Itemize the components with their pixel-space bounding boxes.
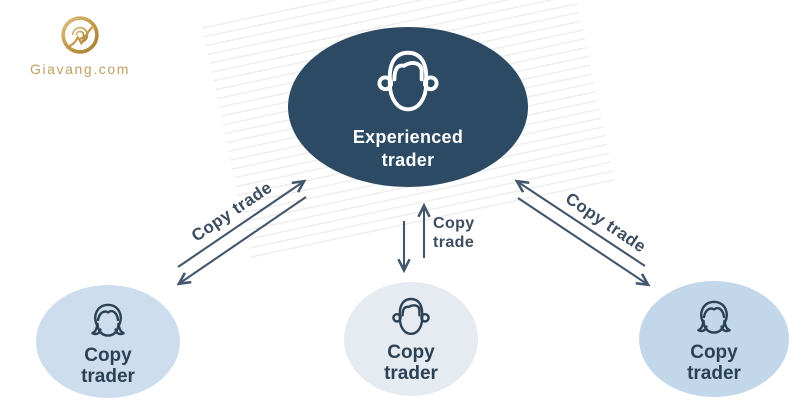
follower-label-line1: Copy — [387, 342, 435, 364]
follower-label-line1: Copy — [690, 342, 738, 364]
brand-name: Giavang.com — [29, 61, 131, 77]
node-experienced-trader: Experienced trader — [288, 27, 528, 187]
follower-label: Copy trader — [384, 342, 438, 385]
male-face-icon — [392, 297, 430, 336]
master-label: Experienced trader — [353, 126, 463, 171]
giavang-logo-icon — [61, 16, 99, 54]
follower-label-line1: Copy — [84, 344, 132, 366]
edge-label-middle-line1: Copy — [433, 215, 475, 232]
brand-logo: Giavang.com — [18, 12, 142, 77]
follower-label: Copy trader — [81, 344, 135, 388]
follower-label-line2: trader — [384, 363, 438, 384]
node-copy-trader-1: Copy trader — [36, 285, 180, 398]
edge-label-middle: Copy trade — [433, 214, 475, 252]
follower-label: Copy trader — [687, 342, 741, 385]
node-copy-trader-3: Copy trader — [639, 281, 789, 397]
master-label-line1: Experienced — [352, 127, 464, 147]
female-face-icon — [697, 300, 731, 334]
master-label-line2: trader — [381, 149, 435, 170]
male-face-icon — [377, 50, 439, 112]
follower-label-line2: trader — [687, 363, 741, 384]
female-face-icon — [91, 303, 125, 337]
edge-label-middle-line2: trade — [433, 234, 475, 252]
follower-label-line2: trader — [81, 365, 135, 387]
node-copy-trader-2: Copy trader — [344, 282, 478, 396]
